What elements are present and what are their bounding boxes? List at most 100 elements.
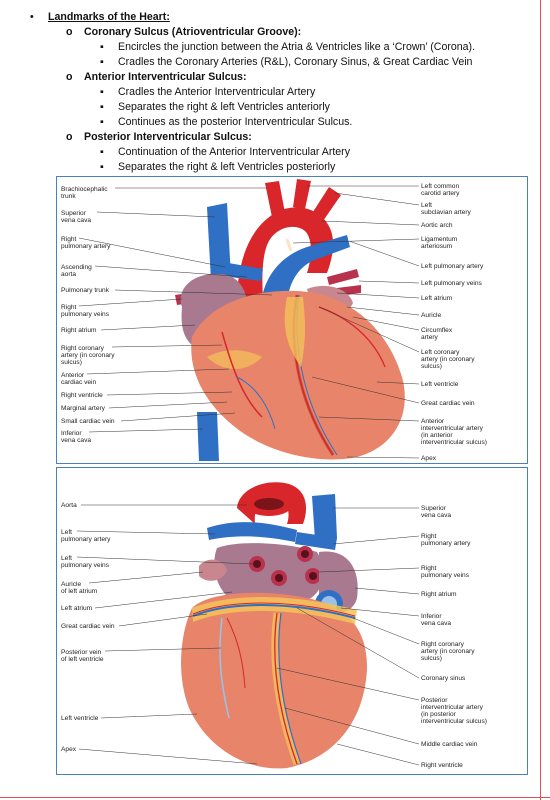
label-great-cardiac-vein: Great cardiac vein (61, 613, 208, 630)
list-item: ▪ Continuation of the Anterior Interventr… (100, 145, 350, 160)
notes-heading: Landmarks of the Heart: (48, 11, 170, 23)
label-middle-cardiac-vein: Middle cardiac vein (284, 707, 478, 748)
list-item: ▪ Cradles the Coronary Arteries (R&L), Co… (100, 55, 472, 70)
svg-text:Small cardiac vein: Small cardiac vein (61, 418, 115, 425)
page-border-right (540, 0, 541, 800)
svg-text:Left pulmonary veins: Left pulmonary veins (421, 280, 483, 287)
square-bullet-icon: ▪ (100, 41, 104, 53)
point-text: Continues as the posterior Interventricu… (118, 116, 353, 128)
square-bullet-icon: ▪ (100, 86, 104, 98)
svg-text:Right atrium: Right atrium (421, 591, 457, 598)
section-title: Coronary Sulcus (Atrioventricular Groove… (84, 26, 302, 38)
label-great-cardiac-vein: Great cardiac vein (311, 376, 475, 407)
list-item: ▪ Continues as the posterior Interventric… (100, 115, 352, 130)
label-aortic-arch: Aortic arch (321, 220, 453, 229)
label-left-pulmonary-artery: Left pulmonary artery (348, 240, 484, 270)
svg-text:Right atrium: Right atrium (61, 327, 97, 334)
svg-text:Right ventricle: Right ventricle (421, 762, 463, 769)
svg-text:Middle cardiac vein: Middle cardiac vein (421, 741, 478, 748)
label-pulmonary-trunk: Pulmonary trunk (61, 287, 273, 296)
point-text: Separates the right & left Ventricles an… (118, 101, 330, 113)
label-apex: Apex (346, 455, 437, 462)
svg-text:Marginal artery: Marginal artery (61, 405, 106, 412)
svg-text:Apex: Apex (421, 455, 437, 462)
square-bullet-icon: ▪ (100, 146, 104, 158)
svg-text:Coronary sinus: Coronary sinus (421, 675, 466, 682)
point-text: Cradles the Anterior Interventricular Ar… (118, 86, 316, 98)
list-item: ▪ Encircles the junction between the Atri… (100, 40, 475, 55)
svg-text:Right ventricle: Right ventricle (61, 392, 103, 399)
square-bullet-icon: ▪ (100, 116, 104, 128)
svg-text:Pulmonary trunk: Pulmonary trunk (61, 287, 110, 294)
square-bullet-icon: ▪ (100, 56, 104, 68)
label-left-atrium: Left atrium (61, 591, 233, 612)
section-title: Anterior Interventricular Sulcus: (84, 71, 247, 83)
svg-text:Great cardiac vein: Great cardiac vein (421, 400, 475, 407)
svg-text:Aorta: Aorta (61, 502, 77, 509)
svg-text:Apex: Apex (61, 746, 77, 753)
label-left-pulmonary-veins: Left pulmonary veins (358, 280, 483, 287)
point-text: Continuation of the Anterior Interventri… (118, 146, 351, 158)
label-auricle: Auricle (346, 306, 441, 319)
label-right-atrium: Right atrium (354, 587, 457, 598)
list-item: ▪Separates the right & left Ventricles a… (100, 100, 330, 115)
label-right-ventricle: Right ventricle (61, 391, 233, 399)
svg-text:Left atrium: Left atrium (61, 605, 93, 612)
svg-text:Left ventricle: Left ventricle (421, 381, 459, 388)
point-text: Encircles the junction between the Atria… (118, 41, 476, 53)
point-text: Cradles the Coronary Arteries (R&L), Cor… (118, 56, 473, 68)
page-border-bottom (0, 797, 550, 798)
square-bullet-icon: ▪ (100, 161, 104, 173)
svg-text:Left atrium: Left atrium (421, 295, 453, 302)
bullet-icon: • (30, 11, 34, 23)
svg-text:Great cardiac vein: Great cardiac vein (61, 623, 115, 630)
circle-bullet-icon: o (66, 71, 73, 83)
label-marginal-artery: Marginal artery (61, 401, 228, 412)
